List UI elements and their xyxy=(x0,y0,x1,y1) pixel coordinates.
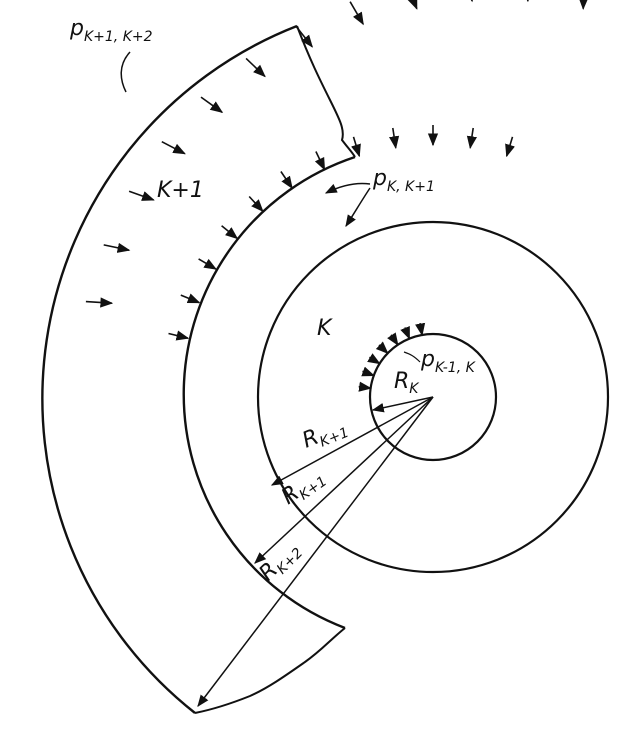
pressure-arrow-inner-0 xyxy=(415,322,426,337)
pressure-arrow-outer-13 xyxy=(85,297,114,308)
radius-line-k xyxy=(371,396,434,413)
pressure-arrow-middle-10 xyxy=(180,293,201,304)
leader-pressure-outer xyxy=(120,51,131,93)
ring-k1-top-break xyxy=(296,25,356,158)
pressure-arrow-outer-10 xyxy=(161,140,186,155)
pressure-label-inner: pK-1, K xyxy=(420,347,477,376)
radius-label-k1-a: RK+1 xyxy=(299,413,351,456)
radius-label-k1-b: RK+1 xyxy=(277,464,330,513)
radius-line-k1-a xyxy=(270,396,434,486)
layer-label-k1: K+1 xyxy=(157,178,204,203)
pressure-arrow-middle-8 xyxy=(221,225,239,240)
pressure-arrow-middle-9 xyxy=(198,258,218,270)
inner-circle-layer-k xyxy=(368,332,498,462)
radius-line-k1-b xyxy=(254,396,434,564)
pressure-arrow-inner-2 xyxy=(387,332,399,346)
pressure-arrow-inner-3 xyxy=(375,341,389,355)
pressure-arrow-middle-0 xyxy=(505,136,515,158)
pressure-arrows-inner xyxy=(358,322,426,392)
pressure-arrow-inner-4 xyxy=(367,353,381,365)
radius-label-k: RK xyxy=(394,369,420,397)
radius-line-k2 xyxy=(197,396,434,707)
layer-label-k: K xyxy=(317,316,333,341)
pressure-label-outer: pK+1, K+2 xyxy=(69,16,153,45)
pressure-label-middle: pK, K+1 xyxy=(372,166,435,195)
pressure-arrow-outer-8 xyxy=(245,57,266,78)
pressure-arrow-middle-6 xyxy=(280,171,293,190)
pressure-arrow-outer-9 xyxy=(200,96,224,114)
pressure-arrow-outer-6 xyxy=(349,1,364,26)
pressure-arrow-inner-6 xyxy=(358,381,372,392)
pressure-arrows-outer xyxy=(85,0,589,308)
leader-pressure-middle-b xyxy=(345,187,371,228)
pressure-arrow-middle-1 xyxy=(466,127,477,150)
pressure-arrows-middle xyxy=(168,125,515,341)
outer-circle-layer-k xyxy=(256,220,610,574)
pressure-arrow-outer-5 xyxy=(407,0,418,10)
pressure-arrow-outer-2 xyxy=(578,0,589,10)
ring-k1-bottom-break xyxy=(194,627,346,714)
leader-pressure-middle-a xyxy=(324,182,371,194)
pressure-arrow-middle-11 xyxy=(168,330,190,341)
pressure-arrow-outer-12 xyxy=(103,242,131,253)
pressure-arrow-middle-7 xyxy=(248,195,264,213)
pressure-arrow-middle-3 xyxy=(389,127,400,150)
ring-k1-inner-arc xyxy=(182,155,356,630)
pressure-arrow-inner-5 xyxy=(361,366,375,377)
pressure-arrow-outer-11 xyxy=(128,190,155,201)
pressure-arrow-middle-4 xyxy=(351,136,361,158)
pressure-arrow-outer-3 xyxy=(521,0,532,3)
pressure-arrow-outer-4 xyxy=(464,0,475,3)
radius-label-k2: RK+2 xyxy=(255,537,307,589)
pressure-arrow-outer-7 xyxy=(295,25,313,48)
leader-pressure-inner xyxy=(403,351,421,363)
pressure-arrow-inner-1 xyxy=(400,326,411,340)
ring-k1-outer-arc xyxy=(41,24,298,714)
pressure-arrow-middle-5 xyxy=(314,151,326,171)
